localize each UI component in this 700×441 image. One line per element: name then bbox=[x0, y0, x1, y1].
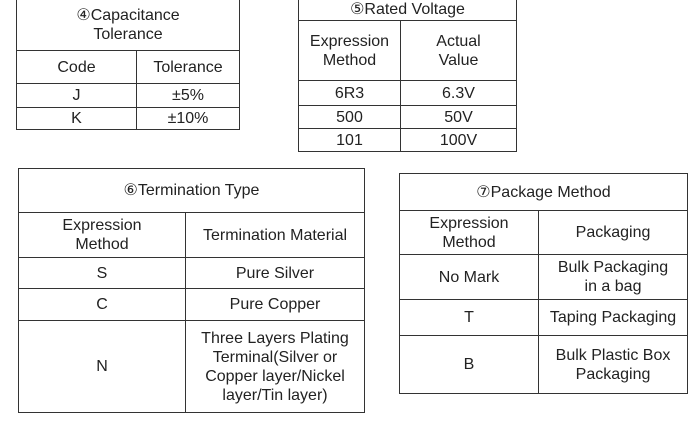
column-header: Expression Method bbox=[399, 210, 539, 255]
cell: 6.3V bbox=[400, 80, 517, 106]
column-header: Expression Method bbox=[298, 20, 401, 81]
column-header: Termination Material bbox=[185, 212, 365, 258]
cell: S bbox=[18, 257, 186, 289]
cell: ±10% bbox=[136, 107, 240, 130]
cell: Bulk Plastic Box Packaging bbox=[538, 335, 688, 394]
cell: C bbox=[18, 288, 186, 321]
cell: Three Layers Plating Terminal(Silver or … bbox=[185, 320, 365, 413]
cell: Pure Copper bbox=[185, 288, 365, 321]
table-title: ⑤Rated Voltage bbox=[298, 0, 517, 21]
cell: 500 bbox=[298, 105, 401, 129]
cell: K bbox=[16, 107, 137, 130]
cell: Taping Packaging bbox=[538, 299, 688, 336]
cell: T bbox=[399, 299, 539, 336]
cell: J bbox=[16, 83, 137, 108]
table-row: K±10% bbox=[16, 107, 240, 130]
table-title: ⑥Termination Type bbox=[18, 168, 365, 213]
table-row: J±5% bbox=[16, 83, 240, 108]
column-header: Code bbox=[16, 50, 137, 84]
cell: ±5% bbox=[136, 83, 240, 108]
column-header: Packaging bbox=[538, 210, 688, 255]
column-header: Actual Value bbox=[400, 20, 517, 81]
column-header: Expression Method bbox=[18, 212, 186, 258]
table-title: ⑦Package Method bbox=[399, 173, 688, 211]
cell: B bbox=[399, 335, 539, 394]
column-header: Tolerance bbox=[136, 50, 240, 84]
cell: 100V bbox=[400, 128, 517, 152]
cell: Bulk Packaging in a bag bbox=[538, 254, 688, 300]
cell: 6R3 bbox=[298, 80, 401, 106]
cell: N bbox=[18, 320, 186, 413]
cell: 50V bbox=[400, 105, 517, 129]
cell: Pure Silver bbox=[185, 257, 365, 289]
cell: No Mark bbox=[399, 254, 539, 300]
cell: 101 bbox=[298, 128, 401, 152]
table-title: ④Capacitance Tolerance bbox=[16, 0, 240, 51]
